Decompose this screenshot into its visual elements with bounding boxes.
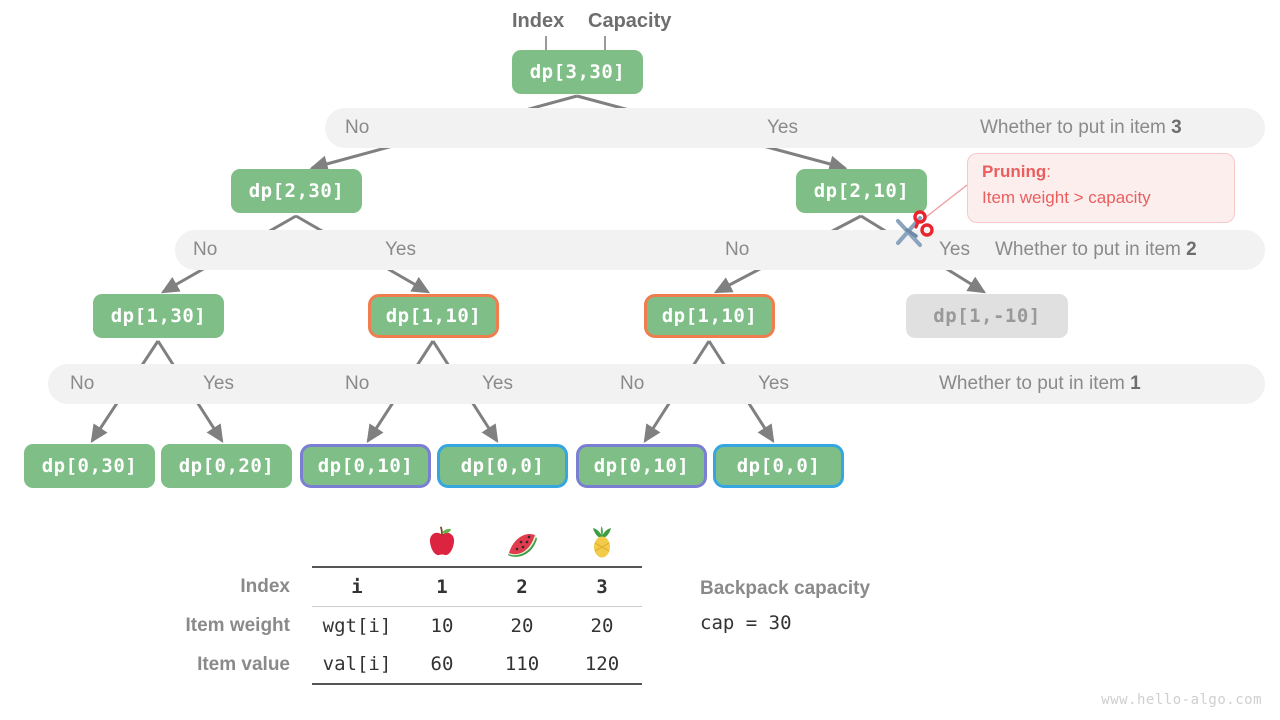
- level2-no-label-1: No: [193, 239, 218, 260]
- level3-no-label-3: No: [620, 373, 645, 394]
- row-key-value: val[i]: [312, 645, 402, 685]
- fruit-key-spacer: [312, 520, 402, 567]
- weight-value-2: 20: [482, 606, 562, 645]
- level3-right-label-item: 1: [1130, 373, 1141, 394]
- level-bar-item-2: No Yes No Yes Whether to put in item 2: [175, 230, 1265, 270]
- level1-no-label: No: [345, 117, 370, 138]
- site-watermark: www.hello-algo.com: [1101, 692, 1262, 708]
- table-row-value: Item value val[i] 60 110 120: [120, 645, 642, 685]
- row-label-index: Index: [240, 575, 290, 597]
- node-dp-1-neg-10: dp[1,-10]: [906, 294, 1068, 338]
- value-value-3: 120: [562, 645, 642, 685]
- node-dp-0-0-right[interactable]: dp[0,0]: [713, 444, 844, 488]
- node-dp-3-30[interactable]: dp[3,30]: [512, 50, 643, 94]
- level2-right-label-prefix: Whether to put in item: [995, 239, 1187, 260]
- node-dp-0-20[interactable]: dp[0,20]: [161, 444, 292, 488]
- node-dp-1-30[interactable]: dp[1,30]: [93, 294, 224, 338]
- index-value-2: 2: [482, 566, 562, 607]
- level1-right-label-prefix: Whether to put in item: [980, 117, 1172, 138]
- level1-right-label: Whether to put in item 3: [980, 117, 1182, 139]
- table-row-weight: Item weight wgt[i] 10 20 20: [120, 606, 642, 645]
- capacity-header-label: Capacity: [588, 10, 672, 32]
- node-dp-2-10[interactable]: dp[2,10]: [796, 169, 927, 213]
- node-dp-1-10-right[interactable]: dp[1,10]: [644, 294, 775, 338]
- row-label-weight: Item weight: [185, 614, 290, 636]
- level2-right-label-item: 2: [1186, 239, 1197, 260]
- level3-no-label-1: No: [70, 373, 95, 394]
- level2-yes-label-1: Yes: [385, 239, 416, 260]
- capacity-note-title: Backpack capacity: [700, 578, 871, 599]
- level3-no-label-2: No: [345, 373, 370, 394]
- backpack-capacity-note: Backpack capacity cap = 30: [700, 578, 870, 634]
- weight-value-3: 20: [562, 606, 642, 645]
- level3-yes-label-3: Yes: [758, 373, 789, 394]
- index-header-label: Index: [512, 10, 565, 32]
- fruit-row-spacer: [120, 520, 312, 567]
- value-value-1: 60: [402, 645, 482, 685]
- level2-right-label: Whether to put in item 2: [995, 239, 1197, 261]
- weight-value-1: 10: [402, 606, 482, 645]
- level-bar-item-1: No Yes No Yes No Yes Whether to put in i…: [48, 364, 1265, 404]
- row-key-index: i: [312, 566, 402, 607]
- row-key-weight: wgt[i]: [312, 606, 402, 645]
- level1-right-label-item: 3: [1171, 117, 1182, 138]
- table-fruit-row: [120, 520, 642, 567]
- pruning-title-colon: :: [1046, 162, 1051, 181]
- row-label-value: Item value: [197, 653, 290, 675]
- level2-no-label-2: No: [725, 239, 750, 260]
- pineapple-icon: [562, 520, 642, 567]
- item-table-wrapper: Index i 1 2 3 Item weight wgt[i] 10 20 2…: [120, 520, 642, 685]
- node-dp-1-10-left[interactable]: dp[1,10]: [368, 294, 499, 338]
- pruning-callout: Pruning: Item weight > capacity: [967, 153, 1235, 223]
- level3-right-label-prefix: Whether to put in item: [939, 373, 1131, 394]
- pruning-title-line: Pruning:: [982, 162, 1220, 182]
- node-dp-2-30[interactable]: dp[2,30]: [231, 169, 362, 213]
- pruning-body: Item weight > capacity: [982, 188, 1151, 207]
- index-value-3: 3: [562, 566, 642, 607]
- level3-yes-label-1: Yes: [203, 373, 234, 394]
- level3-yes-label-2: Yes: [482, 373, 513, 394]
- level2-yes-label-2: Yes: [939, 239, 970, 260]
- index-value-1: 1: [402, 566, 482, 607]
- node-dp-0-30[interactable]: dp[0,30]: [24, 444, 155, 488]
- watermelon-icon: [482, 520, 562, 567]
- capacity-note-value: cap = 30: [700, 612, 792, 634]
- scissors-icon: [896, 210, 934, 247]
- item-table: Index i 1 2 3 Item weight wgt[i] 10 20 2…: [120, 520, 642, 685]
- apple-icon: [402, 520, 482, 567]
- table-row-index: Index i 1 2 3: [120, 566, 642, 607]
- pruning-title: Pruning: [982, 162, 1047, 181]
- value-value-2: 110: [482, 645, 562, 685]
- level-bar-item-3: No Yes Whether to put in item 3: [325, 108, 1265, 148]
- level3-right-label: Whether to put in item 1: [939, 373, 1141, 395]
- node-dp-0-10-right[interactable]: dp[0,10]: [576, 444, 707, 488]
- node-dp-0-0-left[interactable]: dp[0,0]: [437, 444, 568, 488]
- level1-yes-label: Yes: [767, 117, 798, 138]
- node-dp-0-10-left[interactable]: dp[0,10]: [300, 444, 431, 488]
